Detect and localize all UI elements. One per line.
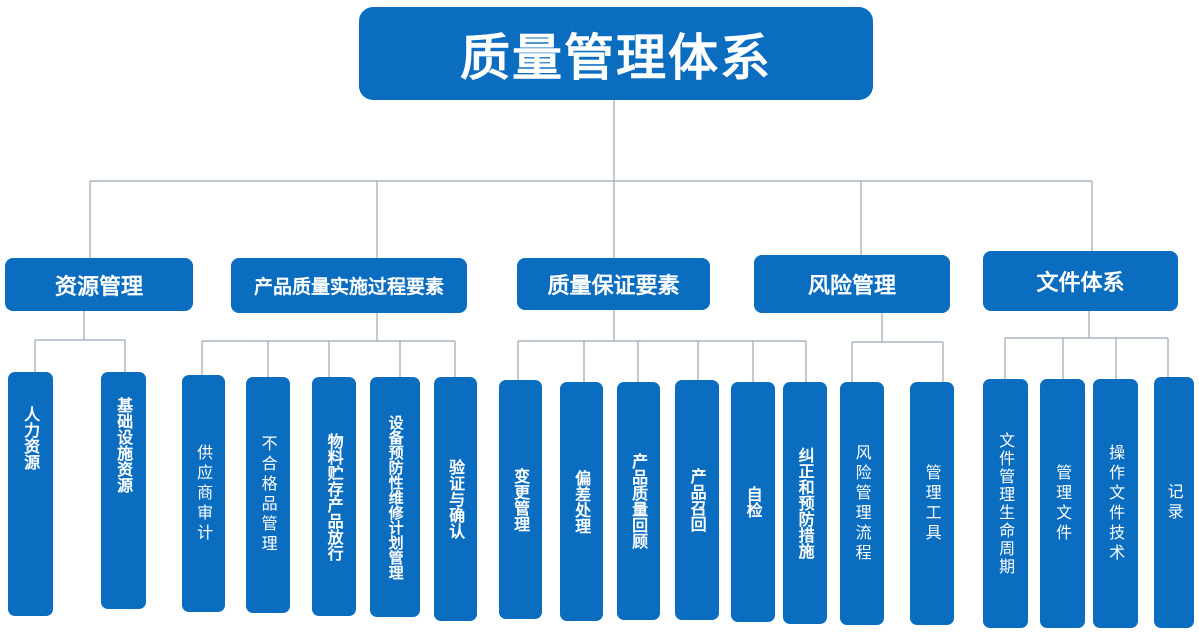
category-resource-management: 资源管理 — [5, 258, 193, 311]
leaf-product-quality-review: 产品质量回顾 — [617, 382, 660, 620]
leaf-records: 记录 — [1154, 377, 1194, 628]
leaf-material-storage-release: 物料贮存产品放行 — [312, 377, 356, 616]
leaf-risk-management-process: 风险管理流程 — [840, 382, 884, 625]
leaf-supplier-audit: 供应商审计 — [182, 375, 225, 612]
leaf-management-documents: 管理文件 — [1040, 379, 1085, 628]
leaf-change-management: 变更管理 — [499, 380, 542, 619]
leaf-self-inspection: 自检 — [731, 382, 775, 622]
category-product-quality-process: 产品质量实施过程要素 — [231, 258, 467, 313]
leaf-equipment-maintenance-plan: 设备预防性维修计划管理 — [370, 377, 420, 617]
category-risk-management: 风险管理 — [754, 255, 950, 313]
category-document-system: 文件体系 — [983, 251, 1178, 311]
leaf-management-tools: 管理工具 — [910, 382, 954, 625]
leaf-infrastructure-resources: 基础设施资源 — [101, 372, 146, 609]
leaf-validation-verification: 验证与确认 — [434, 377, 477, 621]
leaf-product-recall: 产品召回 — [675, 380, 719, 620]
root-node-title: 质量管理体系 — [359, 7, 873, 100]
leaf-document-lifecycle: 文件管理生命周期 — [983, 379, 1028, 628]
leaf-nonconforming-product: 不合格品管理 — [246, 377, 290, 613]
leaf-capa: 纠正和预防措施 — [783, 382, 827, 624]
leaf-human-resources: 人力资源 — [8, 372, 53, 616]
leaf-deviation-handling: 偏差处理 — [560, 382, 603, 621]
category-quality-assurance: 质量保证要素 — [517, 258, 710, 310]
leaf-operation-documents: 操作文件技术 — [1093, 379, 1138, 628]
